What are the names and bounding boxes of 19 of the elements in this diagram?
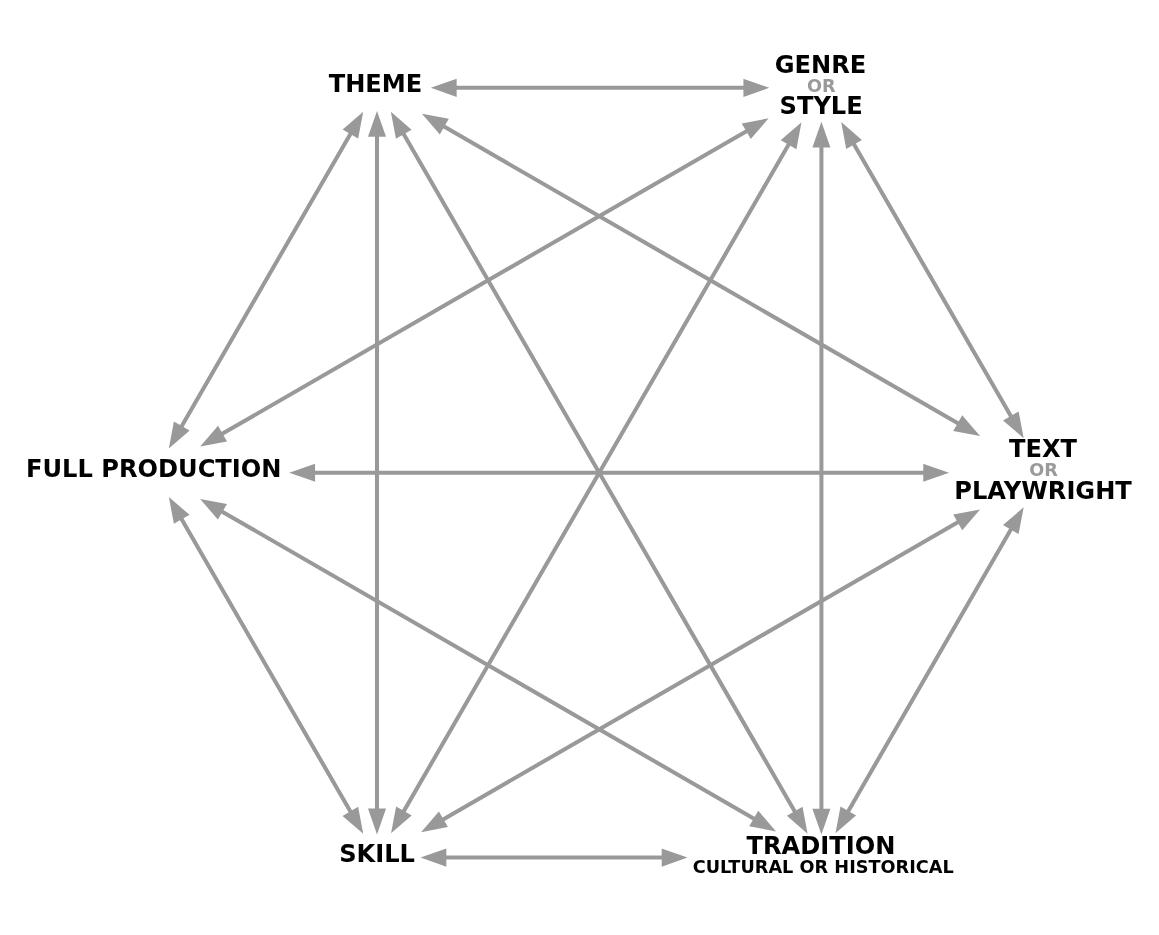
arrow	[841, 122, 1024, 439]
node-text: SKILL	[339, 839, 415, 868]
arrow	[430, 78, 770, 97]
arrow	[835, 507, 1024, 834]
arrow	[168, 111, 364, 449]
arrow	[421, 113, 981, 437]
arrow	[367, 111, 387, 835]
arrow	[200, 118, 769, 447]
arrow	[200, 498, 777, 832]
node-text: TEXT OR PLAYWRIGHT	[954, 435, 1132, 506]
node-text: TRADITION CULTURAL OR HISTORICAL	[692, 832, 954, 878]
arrow	[421, 509, 981, 833]
arrow	[420, 848, 688, 867]
arrow	[168, 497, 364, 834]
node-text: FULL PRODUCTION	[26, 454, 282, 483]
arrow	[289, 463, 950, 482]
node-text: GENRE OR STYLE	[774, 50, 867, 121]
node-text: THEME	[328, 69, 423, 98]
arrow	[812, 121, 831, 835]
